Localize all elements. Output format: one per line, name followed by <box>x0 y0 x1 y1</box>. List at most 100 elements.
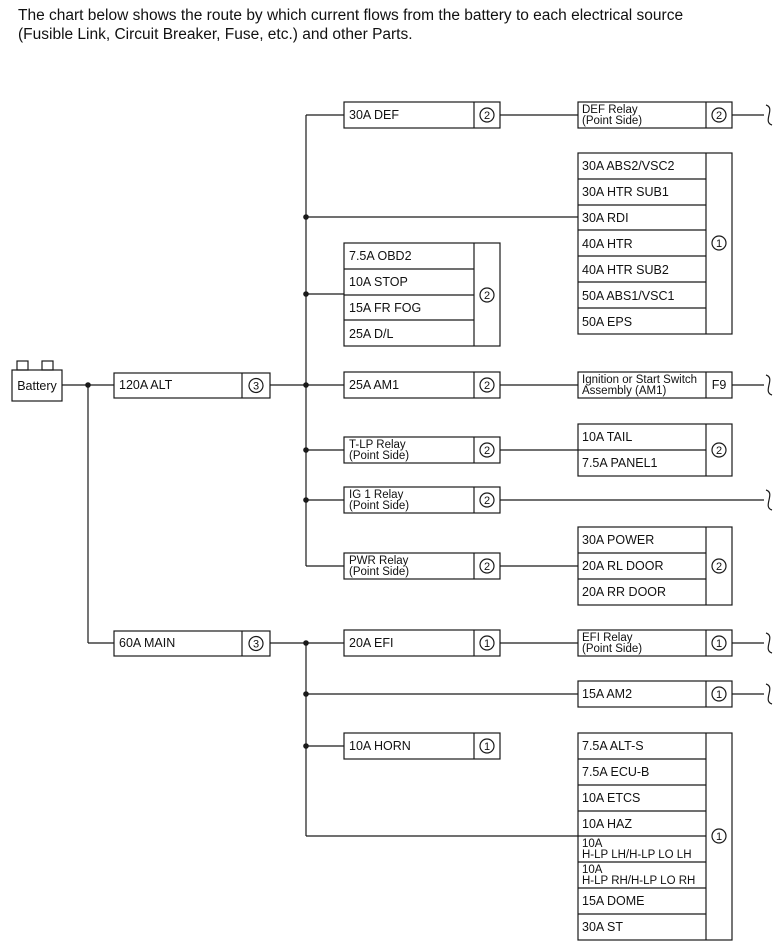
location-number: 3 <box>253 639 259 651</box>
fuse-label: 30A ST <box>582 920 623 934</box>
wiring <box>62 114 764 837</box>
switch-label-line2: Assembly (AM1) <box>582 385 667 397</box>
fuse-label: 20A EFI <box>349 636 393 650</box>
fuse-label: 20A RR DOOR <box>582 585 666 599</box>
fuse-label: 7.5A PANEL1 <box>582 456 658 470</box>
fuse-label: 15A AM2 <box>582 687 632 701</box>
fuse-label: 40A HTR <box>582 237 633 251</box>
link-label: 120A ALT <box>119 378 173 392</box>
fuse-group-alt-s: 7.5A ALT-S 7.5A ECU-B 10A ETCS 10A HAZ 1… <box>577 732 733 941</box>
location-number: 1 <box>716 638 722 650</box>
fuse-label: 30A RDI <box>582 211 629 225</box>
fuse-label: 25A AM1 <box>349 378 399 392</box>
location-number: 1 <box>484 638 490 650</box>
location-number: 2 <box>484 495 490 507</box>
location-number: 2 <box>716 445 722 457</box>
relay-label-line1: IG 1 Relay <box>349 489 404 501</box>
relay-label-line2: (Point Side) <box>349 566 409 578</box>
location-number: 2 <box>484 380 490 392</box>
fuse-label: 7.5A ALT-S <box>582 739 644 753</box>
fuse-label: 10A TAIL <box>582 430 632 444</box>
location-number: 2 <box>484 290 490 302</box>
switch-label-line1: Ignition or Start Switch <box>582 374 697 386</box>
junction-dot <box>303 447 309 453</box>
continuation-mark <box>765 683 773 705</box>
location-number: 2 <box>484 445 490 457</box>
link-label: 60A MAIN <box>119 636 175 650</box>
fuse-label: 7.5A ECU-B <box>582 765 649 779</box>
fuse-30a-def: 30A DEF 2 <box>343 101 501 129</box>
junction-dot <box>85 382 91 388</box>
relay-t-lp: T-LP Relay (Point Side) 2 <box>343 436 501 464</box>
junction-dot <box>303 291 309 297</box>
continuation-mark <box>765 489 773 511</box>
fuse-label: 15A DOME <box>582 894 645 908</box>
fuse-label: 50A EPS <box>582 315 632 329</box>
relay-label-line1: DEF Relay <box>582 104 638 116</box>
fusible-link-60a-main: 60A MAIN 3 <box>113 630 271 657</box>
continuation-mark <box>765 632 773 654</box>
junction-dot <box>303 640 309 646</box>
fuse-group-tail: 10A TAIL 7.5A PANEL1 2 <box>577 423 733 477</box>
fuse-label: 25A D/L <box>349 327 394 341</box>
relay-pwr: PWR Relay (Point Side) 2 <box>343 552 501 580</box>
fuse-label: 30A POWER <box>582 533 654 547</box>
fuse-label: 20A RL DOOR <box>582 559 664 573</box>
fuse-label: 10A HORN <box>349 739 411 753</box>
location-number: 3 <box>253 381 259 393</box>
location-number: 1 <box>484 741 490 753</box>
continuation-marks <box>765 104 773 705</box>
location-number: 1 <box>716 831 722 843</box>
fuse-label: 10A <box>582 864 603 876</box>
fusible-link-120a-alt: 120A ALT 3 <box>113 372 271 399</box>
relay-label-line2: (Point Side) <box>582 643 642 655</box>
location-number: 1 <box>716 689 722 701</box>
fuse-label: 30A HTR SUB1 <box>582 185 669 199</box>
relay-label-line2: (Point Side) <box>349 500 409 512</box>
fuse-label: 40A HTR SUB2 <box>582 263 669 277</box>
continuation-mark <box>765 374 773 396</box>
junction-dots <box>85 214 309 749</box>
junction-dot <box>303 691 309 697</box>
relay-label-line2: (Point Side) <box>349 450 409 462</box>
location-number: 2 <box>484 561 490 573</box>
fuse-label: H-LP LH/H-LP LO LH <box>582 849 692 861</box>
fuse-label: 15A FR FOG <box>349 301 421 315</box>
intro-text: The chart below shows the route by which… <box>18 6 778 44</box>
relay-label-line1: EFI Relay <box>582 632 633 644</box>
fuse-label: 30A ABS2/VSC2 <box>582 159 674 173</box>
fuse-label: 10A STOP <box>349 275 408 289</box>
relay-efi: EFI Relay (Point Side) 1 <box>577 629 733 657</box>
junction-dot <box>303 497 309 503</box>
fuse-20a-efi: 20A EFI 1 <box>343 629 501 657</box>
relay-label-line2: (Point Side) <box>582 115 642 127</box>
fuse-label: 10A HAZ <box>582 817 632 831</box>
intro-line-1: The chart below shows the route by which… <box>18 7 684 24</box>
fuse-label: 10A <box>582 838 603 850</box>
battery-label: Battery <box>17 379 57 393</box>
location-number: 2 <box>716 110 722 122</box>
fuse-label: 10A ETCS <box>582 791 640 805</box>
relay-label-line1: PWR Relay <box>349 555 409 567</box>
junction-dot <box>303 214 309 220</box>
fuse-group-power: 30A POWER 20A RL DOOR 20A RR DOOR 2 <box>577 526 733 606</box>
fuse-label: 7.5A OBD2 <box>349 249 412 263</box>
fuse-group-abs: 30A ABS2/VSC2 30A HTR SUB1 30A RDI 40A H… <box>577 152 733 335</box>
location-number: 1 <box>716 238 722 250</box>
fuse-label: H-LP RH/H-LP LO RH <box>582 875 695 887</box>
fuse-label: 50A ABS1/VSC1 <box>582 289 674 303</box>
fuse-label: 30A DEF <box>349 108 399 122</box>
relay-def: DEF Relay (Point Side) 2 <box>577 101 733 129</box>
location-number: 2 <box>716 561 722 573</box>
fuse-25a-am1: 25A AM1 2 <box>343 371 501 399</box>
junction-dot <box>303 382 309 388</box>
continuation-mark <box>765 104 773 126</box>
location-number: 2 <box>484 110 490 122</box>
relay-ig1: IG 1 Relay (Point Side) 2 <box>343 486 501 514</box>
fuse-10a-horn: 10A HORN 1 <box>343 732 501 760</box>
fuse-group-obd2: 7.5A OBD2 10A STOP 15A FR FOG 25A D/L 2 <box>343 242 501 347</box>
relay-label-line1: T-LP Relay <box>349 439 406 451</box>
junction-dot <box>303 743 309 749</box>
intro-line-2: (Fusible Link, Circuit Breaker, Fuse, et… <box>18 26 413 43</box>
